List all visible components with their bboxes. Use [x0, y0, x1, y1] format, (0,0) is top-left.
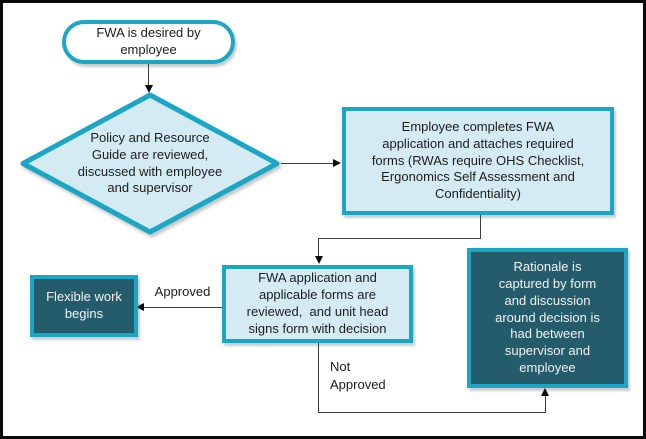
connector-not-approved-v1	[318, 343, 319, 413]
flexible-work-box: Flexible work begins	[30, 275, 138, 337]
arrowhead-right-icon	[333, 159, 341, 167]
arrowhead-down-icon	[145, 85, 153, 93]
decision-diamond-label: Policy and Resource Guide are reviewed, …	[77, 129, 223, 196]
decision-diamond: Policy and Resource Guide are reviewed, …	[20, 92, 280, 235]
diamond-shape	[20, 92, 280, 235]
connector-decision-to-application	[281, 163, 335, 164]
rationale-box-label: Rationale is captured by form and discus…	[495, 258, 600, 376]
arrowhead-left-icon	[136, 303, 144, 311]
rationale-box: Rationale is captured by form and discus…	[467, 248, 628, 388]
connector-start-to-decision	[148, 64, 149, 89]
approved-edge-label: Approved	[154, 284, 211, 299]
connector-approved	[143, 307, 222, 308]
arrowhead-up-icon	[541, 388, 549, 396]
review-box-label: FWA application and applicable forms are…	[246, 270, 389, 336]
connector-not-approved-v2	[545, 395, 546, 413]
flexible-work-box-label: Flexible work begins	[46, 289, 122, 321]
connector-application-elbow-v2	[318, 238, 319, 259]
application-box-label: Employee completes FWA application and a…	[371, 118, 585, 202]
start-node-label: FWA is desired by employee	[96, 25, 201, 57]
connector-not-approved-h	[318, 412, 546, 413]
arrowhead-down-icon	[315, 256, 323, 264]
review-box: FWA application and applicable forms are…	[222, 265, 413, 343]
connector-application-elbow-h	[318, 238, 481, 239]
application-box: Employee completes FWA application and a…	[342, 107, 614, 215]
start-node: FWA is desired by employee	[62, 20, 235, 64]
not-approved-edge-label: Not Approved	[330, 359, 386, 393]
connector-application-elbow-v1	[480, 215, 481, 239]
